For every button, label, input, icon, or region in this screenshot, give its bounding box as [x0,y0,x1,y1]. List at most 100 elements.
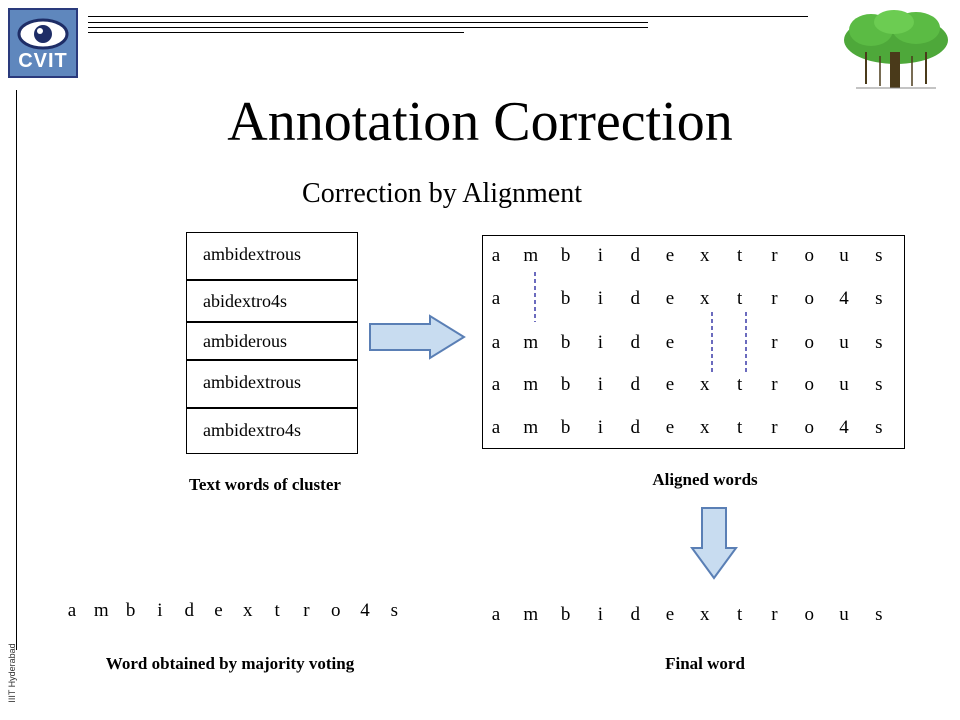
final-letter: e [665,604,675,625]
aligned-letter: u [839,374,849,395]
aligned-letter: d [630,374,640,395]
aligned-letter: 4 [839,288,849,309]
aligned-letter: e [665,417,675,438]
aligned-letter: t [736,245,743,266]
aligned-letter: d [630,245,640,266]
final-letter: o [804,604,814,625]
header-rule-1 [88,16,808,17]
final-caption: Final word [665,654,745,673]
cluster-caption: Text words of cluster [189,475,341,494]
aligned-letter: s [875,288,883,309]
cluster-word: ambidextro4s [203,420,301,440]
aligned-letter: i [597,374,604,395]
cluster-word: ambiderous [203,331,287,351]
aligned-letter: m [523,332,539,353]
final-letter: d [630,604,640,625]
majority-letter: t [274,600,280,621]
final-letter: x [700,604,710,625]
aligned-letter: s [875,245,883,266]
cluster-word-box-4: ambidextrous [186,360,358,408]
aligned-letter: r [771,288,778,309]
final-letter: s [875,604,883,625]
aligned-letter: o [804,417,814,438]
aligned-letter: e [665,288,675,309]
cluster-word-box-5: ambidextro4s [186,408,358,454]
aligned-letter: i [597,245,604,266]
majority-letter: r [303,600,310,621]
aligned-letter: x [700,245,710,266]
gap-markers [534,272,747,374]
majority-letter: m [93,600,109,621]
left-rule [16,90,17,650]
eye-icon [17,18,69,50]
aligned-letter: i [597,332,604,353]
final-letter: r [771,604,778,625]
majority-letter: b [125,600,136,621]
cluster-word: abidextro4s [203,291,287,311]
final-letter: u [839,604,849,625]
aligned-letter: r [771,245,778,266]
aligned-letter: e [665,245,675,266]
aligned-letter: m [523,374,539,395]
aligned-letter: o [804,245,814,266]
down-arrow-icon [690,507,738,580]
aligned-letter: a [491,332,501,353]
page-title: Annotation Correction [227,91,733,153]
aligned-letter: m [523,245,539,266]
cluster-word: ambidextrous [203,244,301,264]
aligned-letter: s [875,417,883,438]
cvit-logo: CVIT [8,8,78,78]
cluster-word-box-3: ambiderous [186,322,358,360]
aligned-letter: o [804,332,814,353]
aligned-letter: s [875,332,883,353]
header-rule-3 [88,27,648,28]
right-arrow-icon [369,314,466,360]
final-letter: b [560,604,571,625]
aligned-letter: d [630,332,640,353]
aligned-letter: x [700,417,710,438]
aligned-letter: t [736,417,743,438]
cluster-word: ambidextrous [203,372,301,392]
aligned-letter: u [839,245,849,266]
majority-letter: a [67,600,77,621]
aligned-caption: Aligned words [652,470,758,489]
majority-letter: e [214,600,223,621]
final-letter: m [523,604,539,625]
aligned-letter: a [491,288,501,309]
aligned-letter: a [491,374,501,395]
aligned-letter: i [597,417,604,438]
aligned-letter: r [771,332,778,353]
aligned-letter: b [560,288,571,309]
aligned-letter: m [523,417,539,438]
header-rule-2 [88,22,648,23]
aligned-letter: d [630,288,640,309]
aligned-letter: u [839,332,849,353]
final-letter: a [491,604,501,625]
header-rule-4 [88,32,464,33]
tree-logo-icon [844,10,948,89]
aligned-letter: e [665,332,675,353]
final-letter: t [736,604,743,625]
aligned-letter: o [804,288,814,309]
majority-caption: Word obtained by majority voting [105,654,355,673]
page-subtitle: Correction by Alignment [302,178,582,209]
logo-text: CVIT [18,50,68,72]
aligned-letter: b [560,417,571,438]
aligned-letter: a [491,417,501,438]
final-letter: i [597,604,604,625]
aligned-letter: b [560,332,571,353]
majority-letter: o [330,600,341,621]
majority-letter: d [184,600,194,621]
majority-letter: s [390,600,398,621]
aligned-letter: e [665,374,675,395]
aligned-letter: r [771,417,778,438]
cluster-word-box-1: ambidextrous [186,232,358,280]
aligned-letter: t [736,288,743,309]
cluster-word-box-2: abidextro4s [186,280,358,322]
aligned-letter: o [804,374,814,395]
aligned-letter: s [875,374,883,395]
aligned-letter: i [597,288,604,309]
aligned-letter: t [736,374,743,395]
aligned-letter: x [700,374,710,395]
